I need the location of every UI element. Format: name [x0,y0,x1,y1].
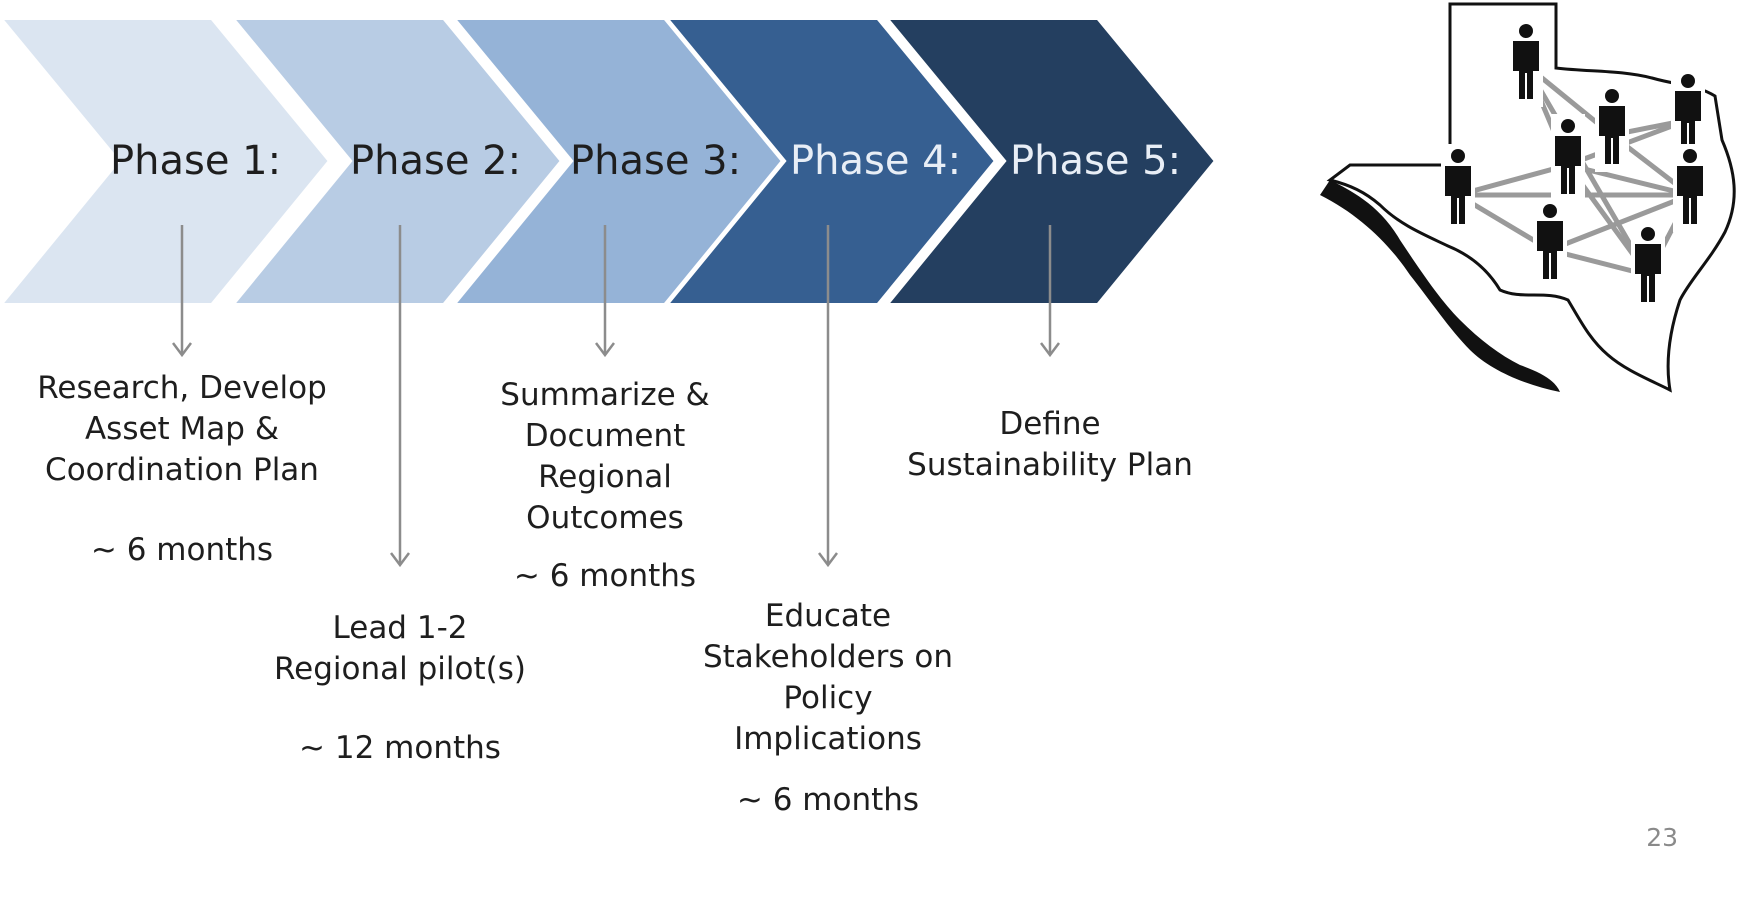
phase-1-duration: ~ 6 months [90,532,274,568]
phase-2-label: Phase 2: [350,138,522,184]
down-arrow-icon [172,342,192,358]
down-arrow-icon [390,552,410,568]
person-icons [1441,19,1707,310]
phase-4-label: Phase 4: [790,138,962,184]
phase-5-label: Phase 5: [1010,138,1182,184]
person-icon [1441,144,1475,232]
phase-1-label: Phase 1: [110,138,282,184]
person-icon [1671,69,1705,157]
person-icon [1595,84,1629,172]
person-icon [1533,199,1567,287]
phase-3-description: Summarize & Document Regional Outcomes [500,377,710,536]
texas-map-network-icon [1320,2,1736,393]
phase-5-description: Define Sustainability Plan [907,406,1193,483]
phase-4-description: Educate Stakeholders on Policy Implicati… [702,598,954,757]
down-arrow-icon [1040,342,1060,358]
person-icon [1673,144,1707,232]
phase-2-description: Lead 1-2 Regional pilot(s) [274,610,526,687]
phase-3-duration: ~ 6 months [513,558,697,594]
phase-4-duration: ~ 6 months [736,782,920,818]
down-arrow-icon [818,552,838,568]
phase-3-label: Phase 3: [570,138,742,184]
person-icon [1551,114,1585,202]
phase-1-description: Research, Develop Asset Map & Coordinati… [37,370,327,488]
person-icon [1631,222,1665,310]
phase-1-chevron [0,16,333,307]
page-number: 23 [1646,823,1678,852]
phase-4-chevron [661,16,999,307]
down-arrow-icon [595,342,615,358]
person-icon [1509,19,1543,107]
phase-2-chevron [227,16,565,307]
texas-map-border-shadow [1320,180,1560,392]
phase-2-duration: ~ 12 months [299,730,501,766]
phase-5-chevron [881,16,1219,307]
chevron-group [0,16,1219,307]
